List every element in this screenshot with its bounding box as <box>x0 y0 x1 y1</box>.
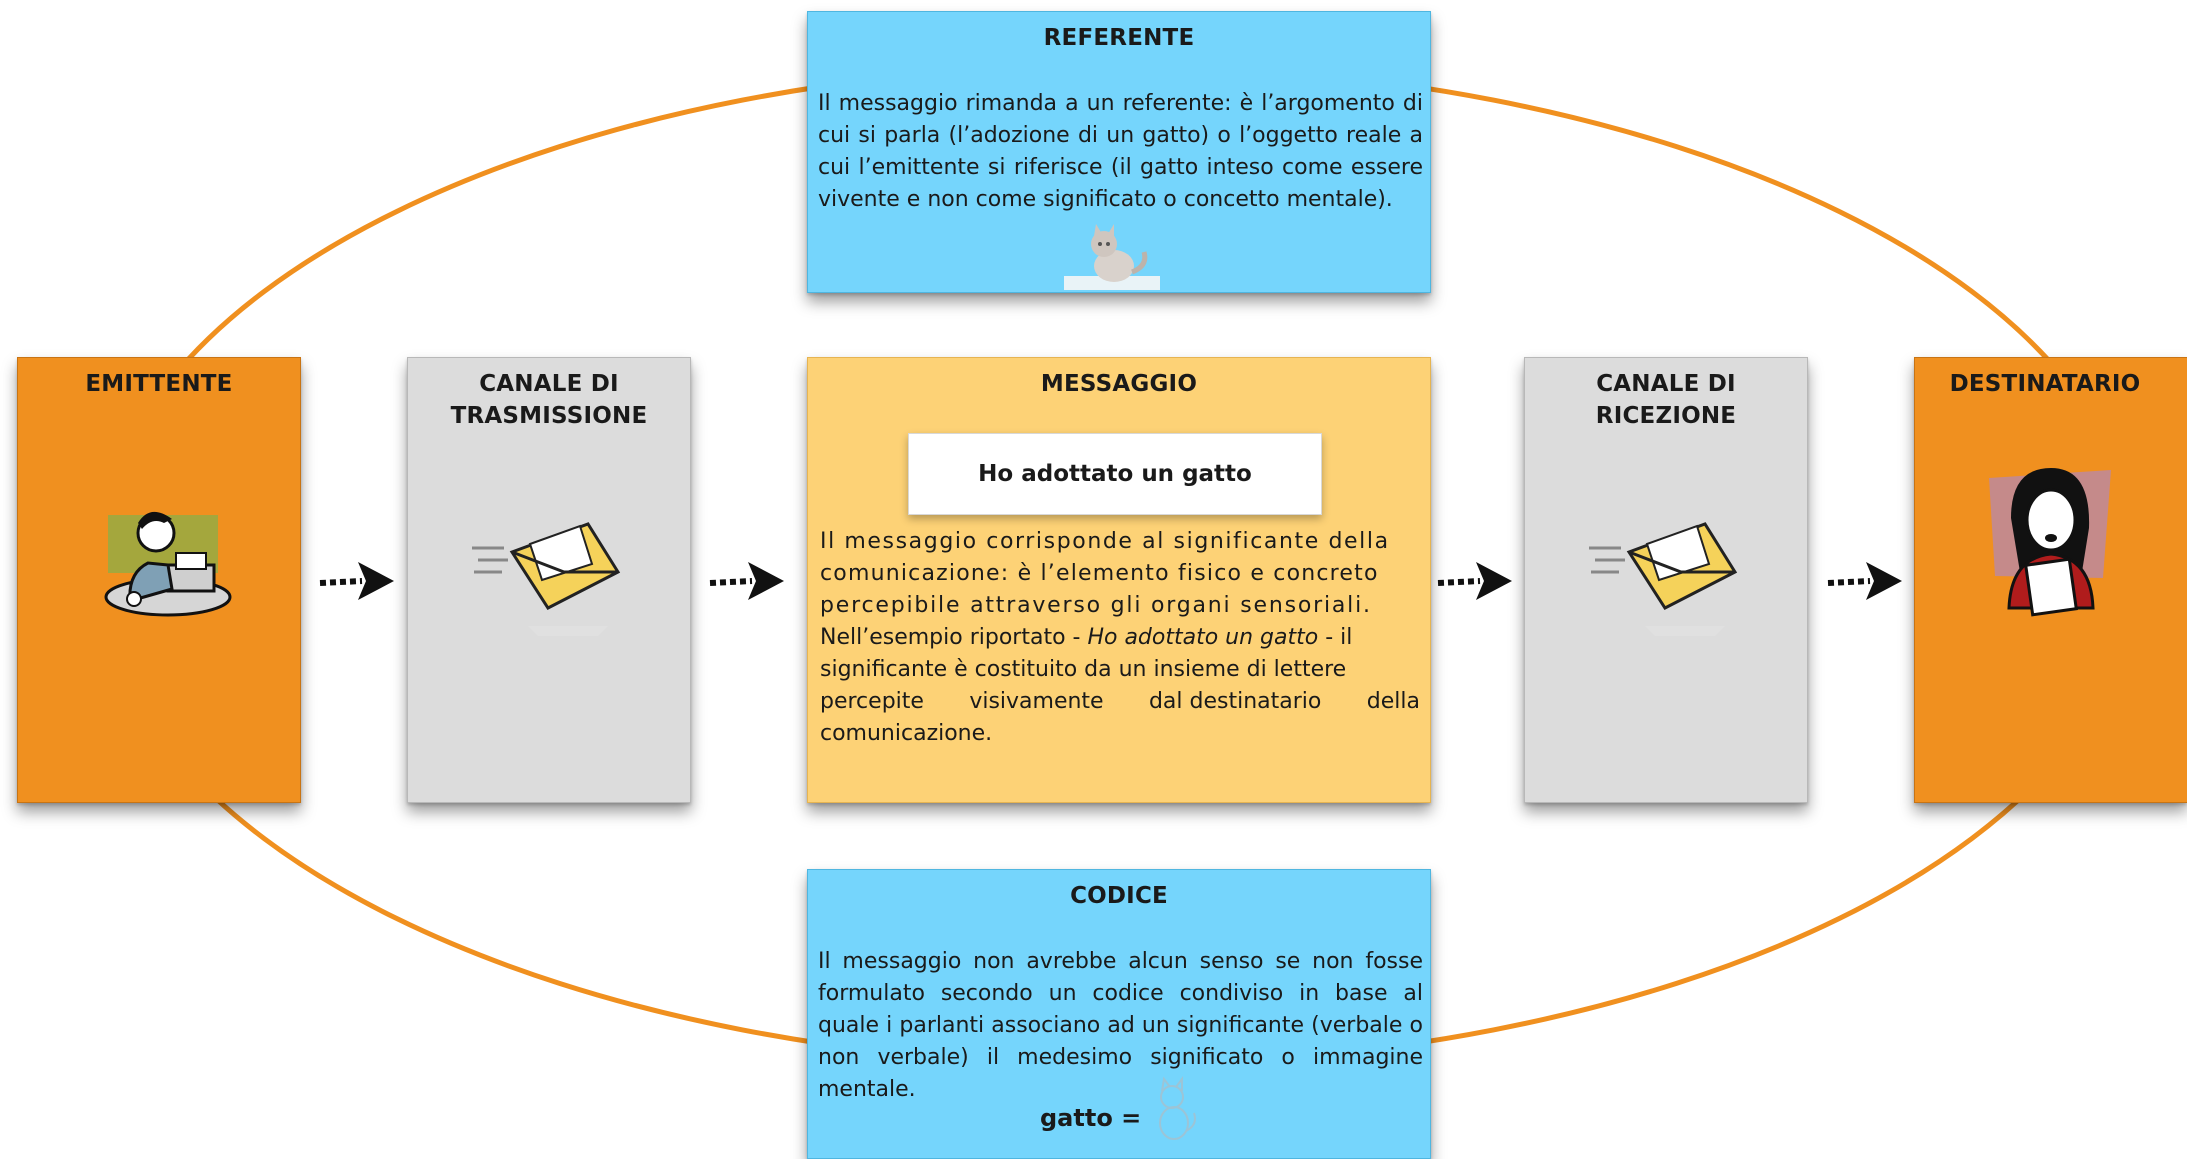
codice-text-line: mentale. <box>818 1077 916 1102</box>
codice-text-line: formulato secondo un codice condiviso in… <box>818 981 1423 1006</box>
arrow-messaggio-to-canale <box>1437 562 1512 600</box>
canale-trasmissione-box: CANALE DI TRASMISSIONE <box>407 357 691 803</box>
arrow-canale-to-messaggio <box>709 562 784 600</box>
envelope-icon <box>1589 522 1738 636</box>
messaggio-word: percepite <box>820 689 924 714</box>
message-sample: Ho adottato un gatto <box>908 433 1322 515</box>
destinatario-title: DESTINATARIO <box>1949 371 2141 397</box>
messaggio-example-italic: Ho adottato un gatto <box>1087 625 1319 650</box>
envelope-icon <box>472 522 621 636</box>
codice-text-line: non verbale) il medesimo significato o i… <box>818 1045 1423 1070</box>
referente-title: REFERENTE <box>1043 25 1195 51</box>
emittente-title: EMITTENTE <box>85 371 233 397</box>
codice-box: CODICE Il messaggio non avrebbe alcun se… <box>807 869 1431 1159</box>
messaggio-text-part: Nell’esempio riportato - <box>820 625 1088 650</box>
typewriter-man-icon <box>104 511 232 617</box>
referente-text-line: cui si parla (l’adozione di un gatto) o … <box>818 123 1423 148</box>
messaggio-text-line: Il messaggio corrisponde al significante… <box>820 529 1390 554</box>
messaggio-text-line: significante è costituito da un insieme … <box>820 657 1347 682</box>
referente-box: REFERENTE Il messaggio rimanda a un refe… <box>807 11 1431 293</box>
messaggio-text-line: Nell’esempio riportato - Ho adottato un … <box>820 622 1420 654</box>
referente-text-line: vivente e non come significato o concett… <box>818 187 1393 212</box>
messaggio-text-line: percepite visivamente dal destinatario d… <box>820 686 1420 718</box>
messaggio-word: della <box>1366 689 1420 714</box>
arrow-emittente-to-canale <box>319 562 394 600</box>
messaggio-text-line: comunicazione: è l’elemento fisico e con… <box>820 561 1379 586</box>
arrow-canale-to-destinatario <box>1827 562 1902 600</box>
referente-text-line: Il messaggio rimanda a un referente: è l… <box>818 91 1423 116</box>
emittente-box: EMITTENTE <box>17 357 301 803</box>
canale-ricezione-title: CANALE DI RICEZIONE <box>1595 371 1737 429</box>
codice-equation: gatto = <box>1040 1104 1142 1132</box>
referente-text-line: cui l’emittente si riferisce (il gatto i… <box>818 155 1423 180</box>
messaggio-text-part: - il <box>1318 625 1353 650</box>
cat-sketch-icon <box>1159 1076 1196 1140</box>
reading-woman-icon <box>1989 468 2111 617</box>
messaggio-text-line: percepibile attraverso gli organi sensor… <box>820 593 1372 618</box>
messaggio-word: dal destinatario <box>1148 689 1322 714</box>
destinatario-box: DESTINATARIO <box>1914 357 2187 803</box>
canale-trasmissione-title-line2: TRASMISSIONE <box>450 403 648 429</box>
codice-text-line: quale i parlanti associano ad un signifi… <box>818 1013 1423 1038</box>
messaggio-text-line: comunicazione. <box>820 721 993 746</box>
messaggio-box: MESSAGGIO Ho adottato un gatto Il messag… <box>807 357 1431 803</box>
messaggio-word: visivamente <box>969 689 1104 714</box>
codice-title: CODICE <box>1070 883 1168 909</box>
canale-ricezione-box: CANALE DI RICEZIONE <box>1524 357 1808 803</box>
cat-photo-icon <box>1064 224 1160 290</box>
canale-trasmissione-title-line1: CANALE DI <box>479 371 619 397</box>
codice-text-line: Il messaggio non avrebbe alcun senso se … <box>818 949 1423 974</box>
messaggio-title: MESSAGGIO <box>1040 371 1198 397</box>
